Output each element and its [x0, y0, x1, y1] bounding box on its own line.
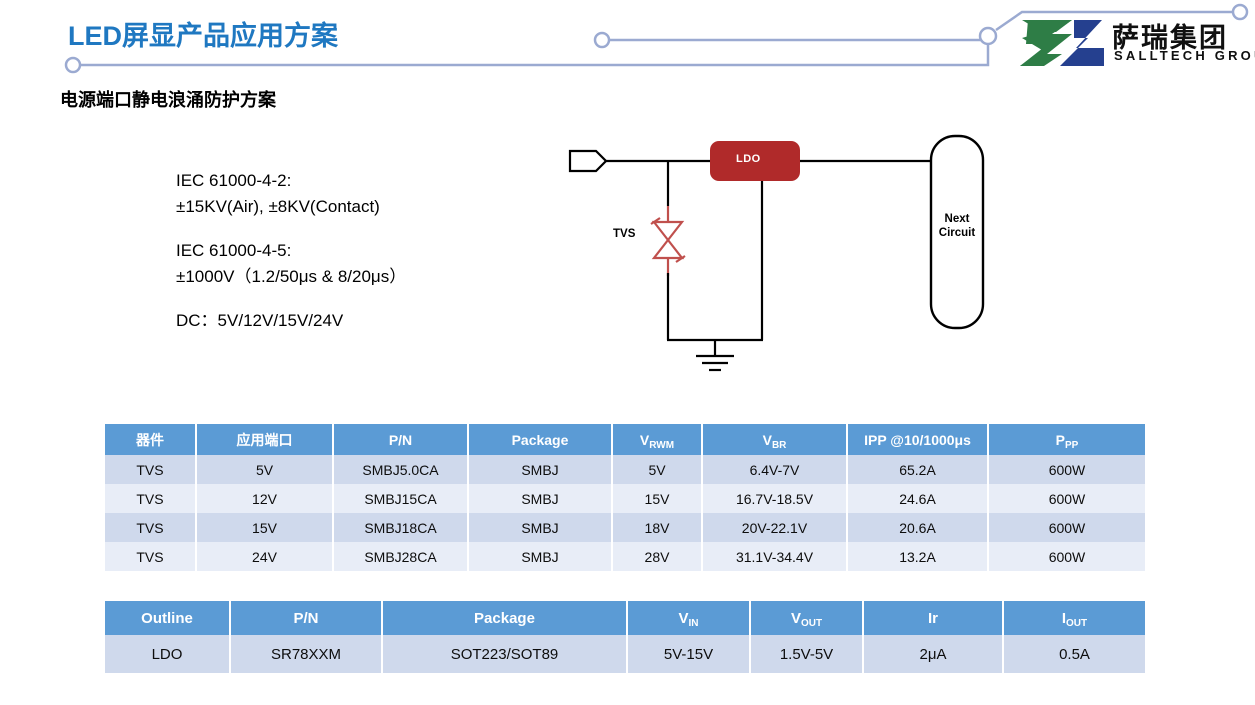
spec-text-block: IEC 61000-4-2: ±15KV(Air), ±8KV(Contact)…	[176, 168, 406, 334]
col-header-port: 应用端口	[196, 424, 334, 455]
section-subtitle: 电源端口静电浪涌防护方案	[60, 90, 276, 110]
table-cell: 5V	[612, 455, 703, 484]
table-cell: 31.1V-34.4V	[702, 542, 848, 571]
table-cell: SMBJ28CA	[333, 542, 469, 571]
ground-icon	[696, 340, 734, 372]
table-cell: SOT223/SOT89	[382, 635, 628, 673]
table-cell: SMBJ18CA	[333, 513, 469, 542]
table-cell: SMBJ	[468, 484, 613, 513]
col-header-package: Package	[382, 601, 628, 635]
table-cell: TVS	[105, 484, 197, 513]
spec-line-4: ±1000V（1.2/50μs & 8/20μs）	[176, 267, 407, 286]
table-cell: 15V	[612, 484, 703, 513]
circuit-diagram: LDO TVS Next Circuit	[550, 128, 1030, 390]
col-header-package: Package	[468, 424, 613, 455]
salltech-logo-icon	[1020, 20, 1104, 66]
table-cell: 16.7V-18.5V	[702, 484, 848, 513]
col-header-ipp: IPP @10/1000μs	[847, 424, 989, 455]
table-cell: 600W	[988, 542, 1145, 571]
spec-gap-2	[176, 290, 406, 308]
tvs-diode-icon	[650, 206, 686, 276]
table-cell: 12V	[196, 484, 334, 513]
page-title: LED屏显产品应用方案	[68, 21, 338, 51]
table-cell: 24V	[196, 542, 334, 571]
table-cell: SMBJ5.0CA	[333, 455, 469, 484]
table-cell: SMBJ	[468, 513, 613, 542]
col-header-ir: Ir	[863, 601, 1004, 635]
logo-name-en: SALLTECH GROUP	[1114, 48, 1255, 63]
table-cell: 20V-22.1V	[702, 513, 848, 542]
next-circuit-label-line1: Next	[944, 213, 970, 225]
spec-gap-1	[176, 220, 406, 238]
table-cell: LDO	[105, 635, 231, 673]
table-cell: 6.4V-7V	[702, 455, 848, 484]
spec-line-5: DC：5V/12V/15V/24V	[176, 311, 344, 330]
deco-node-left	[64, 56, 82, 74]
deco-node-right	[978, 26, 998, 46]
ldo-block	[710, 141, 800, 181]
next-circuit-label: Next Circuit	[927, 212, 987, 240]
table-cell: 24.6A	[847, 484, 989, 513]
next-circuit-block	[929, 134, 985, 330]
col-header-iout: IOUT	[1003, 601, 1145, 635]
spec-line-1: IEC 61000-4-2:	[176, 171, 292, 190]
spec-line-3: IEC 61000-4-5:	[176, 241, 292, 260]
deco-node-middle	[593, 31, 611, 49]
col-header-vout: VOUT	[750, 601, 864, 635]
table-cell: 2μA	[863, 635, 1004, 673]
slide-header: LED屏显产品应用方案 萨瑞集团 SALLTECH GROUP	[0, 0, 1255, 90]
table-cell: SMBJ	[468, 542, 613, 571]
col-header-vbr: VBR	[702, 424, 848, 455]
ldo-label: LDO	[736, 153, 761, 165]
tvs-spec-table: 器件 应用端口 P/N Package VRWM VBR IPP @10/100…	[105, 424, 1145, 571]
table-cell: TVS	[105, 513, 197, 542]
table-cell: 5V	[196, 455, 334, 484]
table-cell: 0.5A	[1003, 635, 1145, 673]
tvs-label: TVS	[613, 228, 636, 240]
table-cell: 600W	[988, 455, 1145, 484]
next-circuit-label-line2: Circuit	[938, 227, 976, 239]
col-header-vin: VIN	[627, 601, 751, 635]
table-cell: 15V	[196, 513, 334, 542]
table-cell: TVS	[105, 542, 197, 571]
col-header-outline: Outline	[105, 601, 231, 635]
table-cell: 5V-15V	[627, 635, 751, 673]
table-cell: SMBJ	[468, 455, 613, 484]
col-header-pn: P/N	[333, 424, 469, 455]
table-cell: 13.2A	[847, 542, 989, 571]
table-cell: SMBJ15CA	[333, 484, 469, 513]
spec-line-2: ±15KV(Air), ±8KV(Contact)	[176, 197, 380, 216]
table-cell: 1.5V-5V	[750, 635, 864, 673]
table-cell: 28V	[612, 542, 703, 571]
circuit-schematic-svg	[568, 134, 985, 372]
logo-name-cn: 萨瑞集团	[1112, 23, 1228, 53]
table-cell: SR78XXM	[230, 635, 383, 673]
ldo-spec-table: Outline P/N Package VIN VOUT Ir IOUT LDO…	[105, 601, 1145, 673]
deco-node-far-right	[1231, 3, 1249, 21]
table-cell: 20.6A	[847, 513, 989, 542]
col-header-device: 器件	[105, 424, 197, 455]
table-cell: 600W	[988, 513, 1145, 542]
table-cell: 18V	[612, 513, 703, 542]
col-header-pn: P/N	[230, 601, 383, 635]
col-header-vrwm: VRWM	[612, 424, 703, 455]
table-header-row: Outline P/N Package VIN VOUT Ir IOUT	[105, 601, 1145, 635]
input-connector-icon	[568, 149, 608, 173]
brand-logo: 萨瑞集团 SALLTECH GROUP	[1018, 12, 1255, 74]
col-header-ppp: PPP	[988, 424, 1145, 455]
table-cell: TVS	[105, 455, 197, 484]
table-cell: 600W	[988, 484, 1145, 513]
table-cell: 65.2A	[847, 455, 989, 484]
header-decoration	[64, 3, 1249, 74]
table-header-row: 器件 应用端口 P/N Package VRWM VBR IPP @10/100…	[105, 424, 1145, 455]
